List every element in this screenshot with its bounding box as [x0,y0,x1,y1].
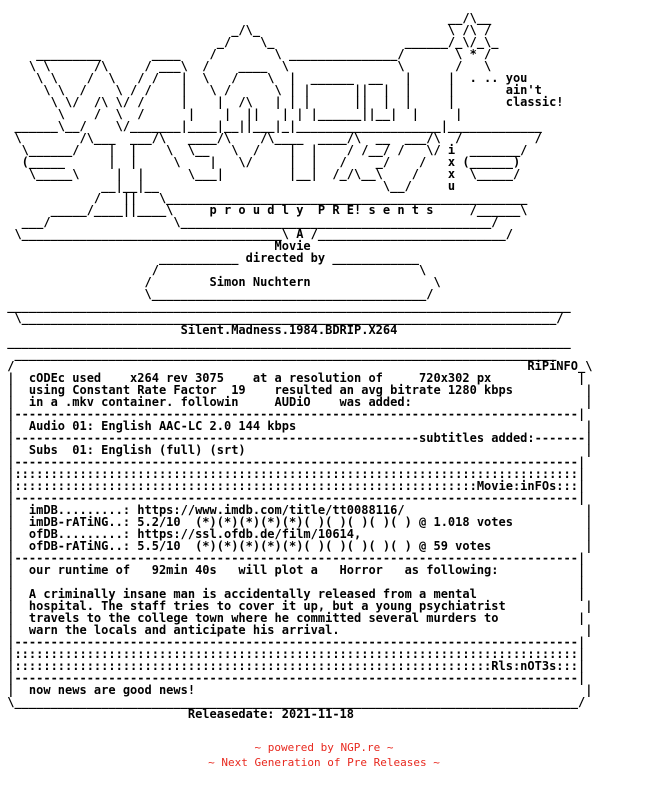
nfo-line: | Audio 01: English AAC-LC 2.0 144 kbps … [0,419,593,433]
nfo-line: |:::::::::::::::::::::::::::::::::::::::… [0,647,586,661]
nfo-line: \ \ / \ / / | \ / \ | | || | | | ain't [0,83,542,97]
nfo-line: |:::::::::::::::::::::::::::::::::::::::… [0,467,586,481]
nfo-line: | | [0,575,586,589]
nfo-line: ___________ directed by ____________ [0,251,420,265]
nfo-line: \ \/ /\ \/ / | | /\ | | | || | | | class… [0,95,564,109]
nfo-line: | A criminally insane man is accidentall… [0,587,586,601]
nfo-line: _/ \_ ______/_\/_\_ [0,35,499,49]
powered-by-footer: ~ powered by NGP.re ~ ~ Next Generation … [0,740,648,770]
nfo-line: |---------------------------------------… [0,407,586,421]
powered-by-line: ~ powered by NGP.re ~ [254,741,394,754]
nfo-line: ______\__/ \/_______|____|__||___|_|____… [0,119,542,133]
nfo-line: |---------------------------------------… [0,635,586,649]
nfo-line: | hospital. The staff tries to cover it … [0,599,593,613]
nfo-text: __/\__ _/\_ \ /\ / _/ \_ ______/_\/_\_ _… [0,12,648,720]
nfo-line: |---------------------------------------… [0,431,593,445]
nfo-line: | cODEc used x264 rev 3075 at a resoluti… [0,371,586,385]
nfo-line: | warn the locals and anticipate his arr… [0,623,593,637]
nfo-line: | now news are good news! | [0,683,593,697]
nfo-line: \_______________________________________… [0,695,586,709]
nfo-line: \ \ / \ / / | \ / \ | ______ __ | | . ..… [0,71,528,85]
nfo-line: ________________________________________… [0,347,557,361]
nfo-line: \ /\___ ___/\ ____/\ /\____ ____/\ __ __… [0,131,542,145]
nfo-line: | using Constant Rate Factor 19 resulted… [0,383,593,397]
nfo-line: Movie [0,239,311,253]
nfo-line: Releasedate: 2021-11-18 [0,707,355,720]
nfo-line: _________ ____ / \ _______________/ \ * … [0,47,492,61]
nfo-line: | Subs 01: English (full) (srt) | [0,443,593,457]
nfo-line: \_______________________________________… [0,311,564,325]
nfo-line: |---------------------------------------… [0,491,586,505]
nfo-line: |:::::::::::::::::::::::::::::::::::::::… [0,479,586,493]
nfo-line: ________________________________________… [0,335,571,349]
nfo-line: (_____ | | \ | \/ | | / _/ / x (______) [0,155,521,169]
nfo-line: _/\_ \ /\ / [0,23,492,37]
nfo-line: |---------------------------------------… [0,551,586,565]
nfo-line: \____________________________________\ A… [0,227,513,241]
nfo-line: / RiPiNFO_\ [0,359,593,373]
nfo-line: / \ [0,263,427,277]
nfo-line: |---------------------------------------… [0,455,586,469]
nfo-line: \ \ /\ / ___\ / ____ \ \ / \ [0,59,492,73]
nfo-line: | in a .mkv container. followin AUDiO wa… [0,395,593,409]
nfo-line: | ofDB-rATiNG..: 5.5/10 (*)(*)(*)(*)(*)(… [0,539,593,553]
nfo-line: | ofDB.........: https://ssl.ofdb.de/fil… [0,527,593,541]
nfo-line: |---------------------------------------… [0,671,586,685]
nfo-line: Silent.Madness.1984.BDRIP.X264 [0,323,398,337]
nfo-line: \ / \ / | | || | | |______||__| | | [0,107,463,121]
nfo-line: ___/ \__________________________________… [0,215,499,229]
next-generation-line: ~ Next Generation of Pre Releases ~ [208,756,440,769]
nfo-line: | our runtime of 92min 40s will plot a H… [0,563,586,577]
nfo-line: | imDB.........: https://www.imdb.com/ti… [0,503,593,517]
nfo-line: / Simon Nuchtern \ [0,275,441,289]
nfo-line: ________________________________________… [0,299,571,313]
nfo-line: _____/____||____\ p r o u d l y P R E! s… [0,203,528,217]
nfo-line: | imDB-rATiNG..: 5.2/10 (*)(*)(*)(*)(*)(… [0,515,593,529]
nfo-line: / || \__________________________________… [0,191,528,205]
nfo-line: \_____\ | | \___| |__| /_/\__\ / x \____… [0,167,521,181]
nfo-line: | travels to the college town where he c… [0,611,586,625]
nfo-line: __|__|__ \__/ u [0,179,456,193]
nfo-line: \______________________________________/ [0,287,434,301]
nfo-line: |:::::::::::::::::::::::::::::::::::::::… [0,659,586,673]
nfo-line: \______/ | | \ \__ \ / | | / /__/ / \/ i… [0,143,528,157]
nfo-line: __/\__ [0,12,492,25]
